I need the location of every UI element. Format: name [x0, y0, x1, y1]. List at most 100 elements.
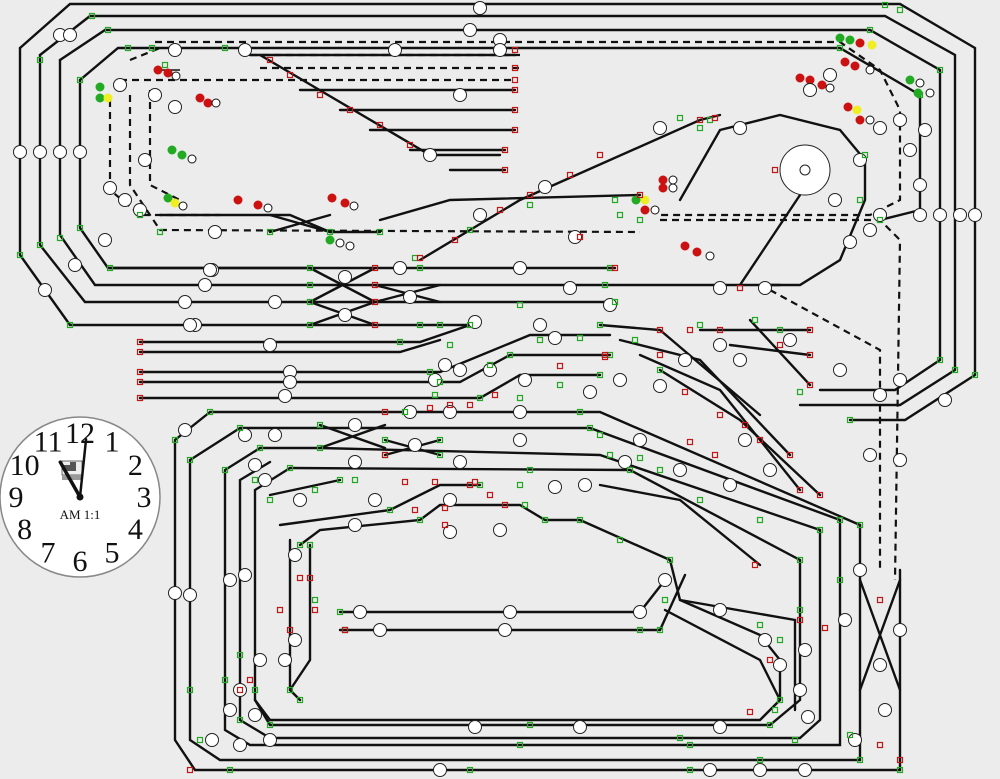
occupancy-marker[interactable]: [738, 433, 752, 447]
occupancy-marker[interactable]: [578, 478, 592, 492]
occupancy-marker[interactable]: [843, 235, 857, 249]
occupancy-marker[interactable]: [288, 633, 302, 647]
feedback-contact-free[interactable]: [661, 596, 669, 604]
feedback-contact-free[interactable]: [36, 241, 44, 249]
occupancy-marker[interactable]: [53, 145, 67, 159]
occupancy-marker[interactable]: [278, 389, 292, 403]
feedback-contact-free[interactable]: [104, 26, 112, 34]
feedback-contact-free[interactable]: [76, 76, 84, 84]
occupancy-marker[interactable]: [503, 605, 517, 619]
occupancy-marker[interactable]: [913, 208, 927, 222]
feedback-contact-free[interactable]: [286, 686, 294, 694]
occupancy-marker[interactable]: [518, 373, 532, 387]
signal-3[interactable]: [195, 93, 221, 108]
feedback-contact-free[interactable]: [436, 321, 444, 329]
feedback-contact-free[interactable]: [106, 264, 114, 272]
occupancy-marker[interactable]: [453, 455, 467, 469]
occupancy-marker[interactable]: [353, 605, 367, 619]
feedback-contact-free[interactable]: [896, 766, 904, 774]
occupancy-marker[interactable]: [848, 733, 862, 747]
track-inner-6[interactable]: [663, 608, 782, 702]
feedback-contact-occupied[interactable]: [316, 91, 324, 99]
occupancy-marker[interactable]: [443, 525, 457, 539]
feedback-contact-free[interactable]: [306, 298, 314, 306]
occupancy-marker[interactable]: [513, 405, 527, 419]
occupancy-marker[interactable]: [248, 708, 262, 722]
occupancy-marker[interactable]: [133, 203, 147, 217]
feedback-contact-free[interactable]: [466, 766, 474, 774]
feedback-contact-free[interactable]: [411, 254, 419, 262]
track-right-fan-4[interactable]: [658, 368, 822, 497]
occupancy-marker[interactable]: [873, 208, 887, 222]
hidden-track-7[interactable]: [660, 218, 902, 581]
occupancy-marker[interactable]: [423, 148, 437, 162]
signal-9[interactable]: [658, 175, 678, 193]
feedback-contact-occupied[interactable]: [556, 362, 564, 370]
occupancy-marker[interactable]: [613, 373, 627, 387]
feedback-contact-free[interactable]: [816, 526, 824, 534]
occupancy-marker[interactable]: [443, 405, 457, 419]
feedback-contact-free[interactable]: [56, 234, 64, 242]
feedback-contact-free[interactable]: [251, 686, 259, 694]
feedback-contact-free[interactable]: [756, 621, 764, 629]
track-lower-loop-4[interactable]: [238, 460, 822, 740]
occupancy-marker[interactable]: [758, 633, 772, 647]
feedback-contact-free[interactable]: [124, 44, 132, 52]
feedback-contact-occupied[interactable]: [611, 264, 619, 272]
feedback-contact-free[interactable]: [541, 516, 549, 524]
feedback-contact-occupied[interactable]: [501, 501, 509, 509]
feedback-contact-free[interactable]: [846, 731, 854, 739]
feedback-contact-occupied[interactable]: [711, 114, 719, 122]
track-inner-oval[interactable]: [253, 503, 782, 722]
feedback-contact-occupied[interactable]: [816, 491, 824, 499]
occupancy-marker[interactable]: [178, 423, 192, 437]
feedback-contact-free[interactable]: [296, 541, 304, 549]
track-siding-left[interactable]: [158, 213, 382, 234]
feedback-contact-free[interactable]: [866, 26, 874, 34]
feedback-contact-occupied[interactable]: [511, 46, 519, 54]
feedback-contact-occupied[interactable]: [526, 191, 534, 199]
occupancy-marker[interactable]: [753, 763, 767, 777]
feedback-contact-free[interactable]: [431, 391, 439, 399]
feedback-contact-free[interactable]: [316, 421, 324, 429]
signal-11[interactable]: [680, 241, 715, 261]
feedback-contact-occupied[interactable]: [311, 606, 319, 614]
feedback-contact-occupied[interactable]: [466, 401, 474, 409]
occupancy-marker[interactable]: [148, 88, 162, 102]
occupancy-marker[interactable]: [863, 448, 877, 462]
feedback-contact-occupied[interactable]: [771, 166, 779, 174]
signal-10[interactable]: [631, 195, 660, 215]
occupancy-marker[interactable]: [233, 683, 247, 697]
feedback-contact-free[interactable]: [626, 466, 634, 474]
feedback-contact-free[interactable]: [611, 196, 619, 204]
feedback-contact-occupied[interactable]: [716, 411, 724, 419]
occupancy-marker[interactable]: [803, 83, 817, 97]
stub-2[interactable]: [138, 338, 442, 354]
feedback-contact-free[interactable]: [616, 536, 624, 544]
track-right-x[interactable]: [858, 578, 902, 692]
occupancy-marker[interactable]: [393, 261, 407, 275]
feedback-contact-free[interactable]: [656, 626, 664, 634]
occupancy-marker[interactable]: [498, 623, 512, 637]
track-lower-loop-3[interactable]: [223, 446, 842, 747]
feedback-contact-occupied[interactable]: [276, 606, 284, 614]
feedback-contact-occupied[interactable]: [381, 451, 389, 459]
feedback-contact-occupied[interactable]: [876, 596, 884, 604]
occupancy-marker[interactable]: [113, 78, 127, 92]
occupancy-marker[interactable]: [33, 145, 47, 159]
signal-14[interactable]: [795, 73, 835, 93]
track-loop-4[interactable]: [78, 46, 922, 222]
occupancy-marker[interactable]: [773, 658, 787, 672]
signal-16[interactable]: [905, 75, 935, 98]
feedback-contact-free[interactable]: [336, 476, 344, 484]
feedback-contact-free[interactable]: [326, 228, 334, 236]
feedback-contact-free[interactable]: [576, 516, 584, 524]
feedback-contact-free[interactable]: [436, 451, 444, 459]
occupancy-marker[interactable]: [268, 295, 282, 309]
feedback-contact-occupied[interactable]: [686, 438, 694, 446]
occupancy-marker[interactable]: [348, 418, 362, 432]
feedback-contact-free[interactable]: [266, 721, 274, 729]
feedback-contact-free[interactable]: [686, 766, 694, 774]
feedback-contact-free[interactable]: [401, 408, 409, 416]
track-lower-spur-1[interactable]: [268, 478, 342, 497]
